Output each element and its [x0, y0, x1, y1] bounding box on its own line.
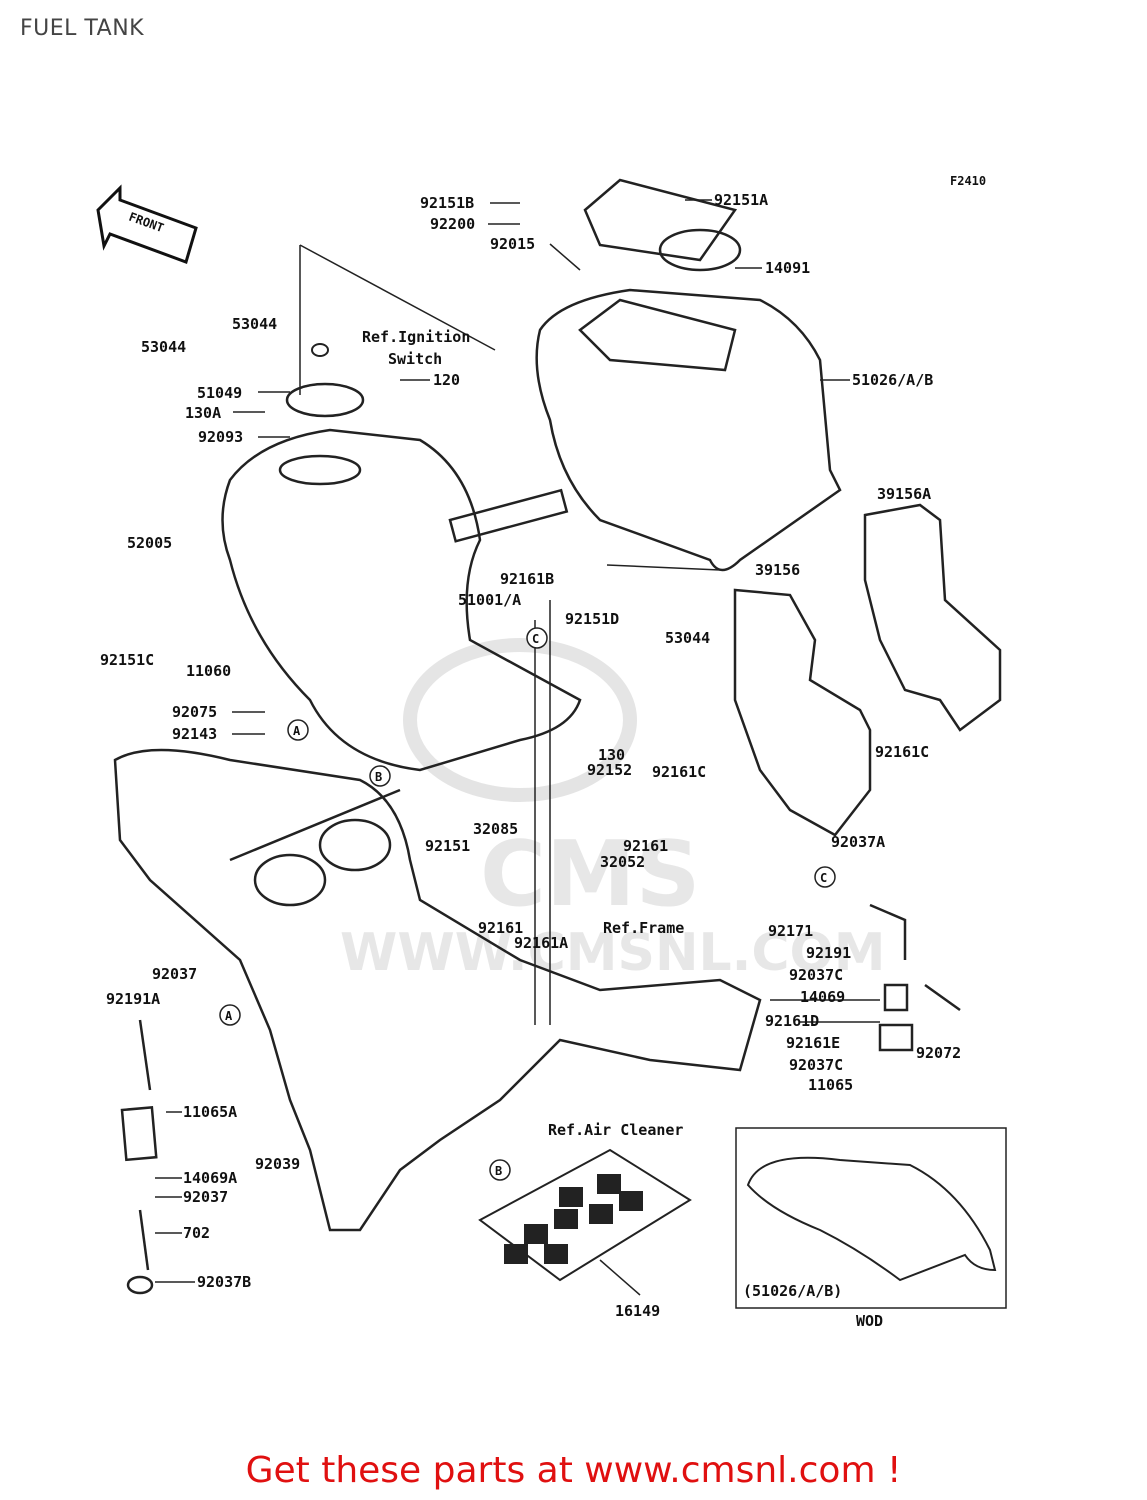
- inset-caption: (51026/A/B): [743, 1282, 842, 1300]
- part-label: 92037: [152, 965, 197, 983]
- leader-lines: [155, 199, 880, 1296]
- part-label: 53044: [141, 338, 186, 356]
- part-label: 32052: [600, 853, 645, 871]
- inset-box: (51026/A/B) WOD: [735, 1127, 1007, 1330]
- callout-a-1: A: [287, 719, 309, 741]
- callout-b-1: B: [369, 765, 391, 787]
- air-cleaner: [478, 1148, 692, 1282]
- part-label: 120: [433, 371, 460, 389]
- svg-text:B: B: [375, 770, 382, 784]
- part-label: 11065: [808, 1076, 853, 1094]
- footer-promo: Get these parts at www.cmsnl.com !: [245, 1450, 902, 1491]
- watermark-logo: CMS: [480, 822, 700, 927]
- part-label: 702: [183, 1224, 210, 1242]
- svg-text:B: B: [495, 1164, 502, 1178]
- svg-text:A: A: [293, 724, 301, 738]
- part-label: 39156A: [877, 485, 931, 503]
- part-label: 39156: [755, 561, 800, 579]
- part-label: 32085: [473, 820, 518, 838]
- part-label: 130A: [185, 404, 221, 422]
- part-label: 92151C: [100, 651, 154, 669]
- callout-b-2: B: [489, 1159, 511, 1181]
- part-label: 92191A: [106, 990, 160, 1008]
- part-label: 92171: [768, 922, 813, 940]
- right-hose-assembly: [869, 903, 961, 1052]
- part-label: 92161: [478, 919, 523, 937]
- part-label: 51049: [197, 384, 242, 402]
- watermark-url: WWW.CMSNL.COM: [340, 923, 885, 983]
- part-label: 14091: [765, 259, 810, 277]
- part-label: 11065A: [183, 1103, 237, 1121]
- part-label: 92152: [587, 761, 632, 779]
- part-label: 92039: [255, 1155, 300, 1173]
- part-label: 92037B: [197, 1273, 251, 1291]
- part-label: 92161E: [786, 1034, 840, 1052]
- ref-air-cleaner-label: Ref.Air Cleaner: [548, 1121, 683, 1139]
- side-pads: [733, 503, 1002, 837]
- part-label: 11060: [186, 662, 231, 680]
- hose-assembly: [120, 1019, 158, 1295]
- part-label: 92161C: [652, 763, 706, 781]
- part-label: 53044: [232, 315, 277, 333]
- part-label: 92151A: [714, 191, 768, 209]
- part-label: 92151: [425, 837, 470, 855]
- part-label: 92015: [490, 235, 535, 253]
- svg-text:A: A: [225, 1009, 233, 1023]
- callout-c-1: C: [526, 627, 548, 649]
- svg-text:C: C: [532, 632, 539, 646]
- part-label: 92072: [916, 1044, 961, 1062]
- part-label: 92151B: [420, 194, 474, 212]
- part-label: 92093: [198, 428, 243, 446]
- part-label: 92191: [806, 944, 851, 962]
- part-label: 52005: [127, 534, 172, 552]
- part-labels: 92151B 92200 92015 92151A 14091 53044 53…: [100, 191, 961, 1320]
- part-label: 92143: [172, 725, 217, 743]
- part-label: 92161A: [514, 934, 568, 952]
- part-label: 92161B: [500, 570, 554, 588]
- frame: [113, 748, 762, 1232]
- part-label: 92151D: [565, 610, 619, 628]
- part-label: 16149: [615, 1302, 660, 1320]
- inset-label: WOD: [856, 1312, 883, 1330]
- part-label: 51001/A: [458, 591, 521, 609]
- ref-frame-label: Ref.Frame: [603, 919, 684, 937]
- part-label: 130: [598, 746, 625, 764]
- part-label: 92161D: [765, 1012, 819, 1030]
- part-label: 53044: [665, 629, 710, 647]
- svg-text:C: C: [820, 871, 827, 885]
- part-label: 14069A: [183, 1169, 237, 1187]
- part-label: 92161: [623, 837, 668, 855]
- page-title: FUEL TANK: [20, 16, 145, 41]
- front-arrow-icon: FRONT: [96, 184, 198, 264]
- figure-code: F2410: [950, 174, 986, 188]
- part-label: 92037C: [789, 966, 843, 984]
- ref-ignition-label: Ref.Ignition: [362, 328, 470, 346]
- part-label: 14069: [800, 988, 845, 1006]
- callout-a-2: A: [219, 1004, 241, 1026]
- exploded-parts-diagram: CMS WWW.CMSNL.COM F2410 FRONT: [96, 174, 1007, 1330]
- fuel-cap: [286, 343, 364, 417]
- part-label: 92037C: [789, 1056, 843, 1074]
- part-label: 92075: [172, 703, 217, 721]
- part-label: 92037A: [831, 833, 885, 851]
- watermark: CMS WWW.CMSNL.COM: [340, 638, 885, 983]
- part-label: 51026/A/B: [852, 371, 933, 389]
- ref-ignition-label-2: Switch: [388, 350, 442, 368]
- callout-c-2: C: [814, 866, 836, 888]
- part-label: 92200: [430, 215, 475, 233]
- tank-cover: [535, 178, 842, 572]
- part-label: 92161C: [875, 743, 929, 761]
- part-label: 92037: [183, 1188, 228, 1206]
